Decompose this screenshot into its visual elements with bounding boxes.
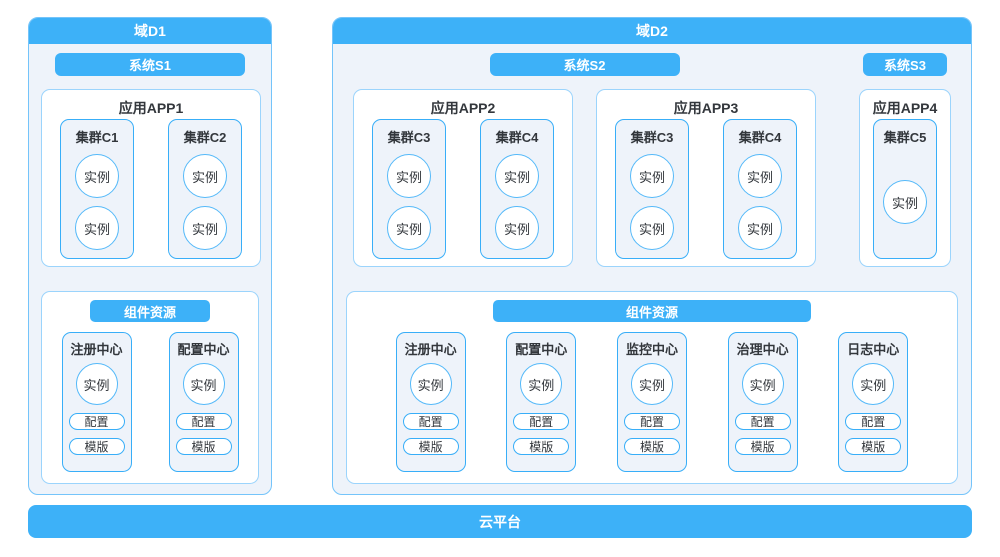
d2-system-groups: 系统S2 应用APP2 集群C3 实例 实例 bbox=[353, 53, 958, 267]
template-pill: 模版 bbox=[623, 438, 680, 455]
instance-circle: 实例 bbox=[495, 206, 539, 250]
system-s3-badge: 系统S3 bbox=[863, 53, 947, 76]
system-s3-group: 系统S3 应用APP4 集群C5 实例 bbox=[859, 53, 951, 267]
component-resources-badge: 组件资源 bbox=[90, 300, 210, 322]
template-pill: 模版 bbox=[513, 438, 570, 455]
center-monitoring: 监控中心 实例 配置 模版 bbox=[616, 332, 687, 472]
center-registry: 注册中心 实例 配置 模版 bbox=[61, 332, 132, 472]
cloud-platform-bar: 云平台 bbox=[28, 505, 972, 538]
template-pill: 模版 bbox=[402, 438, 459, 455]
app-app4-title: 应用APP4 bbox=[872, 100, 938, 116]
cluster-c2: 集群C2 实例 实例 bbox=[168, 119, 242, 259]
center-config: 配置中心 实例 配置 模版 bbox=[506, 332, 577, 472]
instance-circle: 实例 bbox=[741, 363, 784, 405]
instance-circle: 实例 bbox=[75, 363, 118, 405]
instance-circle: 实例 bbox=[738, 206, 782, 250]
component-resources-box-d1: 组件资源 注册中心 实例 配置 模版 配置中心 实例 配置 模版 bbox=[41, 291, 259, 484]
cluster-c5: 集群C5 实例 bbox=[873, 119, 937, 259]
config-pill: 配置 bbox=[402, 413, 459, 430]
app-box-app1: 应用APP1 集群C1 实例 实例 集群C2 实例 实例 bbox=[41, 89, 261, 267]
instance-circle: 实例 bbox=[738, 154, 782, 198]
domain-d1: 域D1 系统S1 应用APP1 集群C1 实例 实例 集群C2 bbox=[28, 17, 272, 495]
instance-circle: 实例 bbox=[75, 154, 119, 198]
app-box-app2: 应用APP2 集群C3 实例 实例 集群 bbox=[353, 89, 573, 267]
cluster-c1: 集群C1 实例 实例 bbox=[60, 119, 134, 259]
cluster-c4: 集群C4 实例 实例 bbox=[723, 119, 797, 259]
instance-circle: 实例 bbox=[495, 154, 539, 198]
app-box-app4: 应用APP4 集群C5 实例 bbox=[859, 89, 951, 267]
system-s2-group: 系统S2 应用APP2 集群C3 实例 实例 bbox=[353, 53, 816, 267]
config-pill: 配置 bbox=[623, 413, 680, 430]
cluster-c1-title: 集群C1 bbox=[75, 130, 119, 145]
center-registry: 注册中心 实例 配置 模版 bbox=[395, 332, 466, 472]
cluster-c3: 集群C3 实例 实例 bbox=[372, 119, 446, 259]
system-s1-badge: 系统S1 bbox=[55, 53, 245, 76]
d1-center-row: 注册中心 实例 配置 模版 配置中心 实例 配置 模版 bbox=[42, 332, 258, 472]
instance-circle: 实例 bbox=[520, 363, 563, 405]
center-governance: 治理中心 实例 配置 模版 bbox=[727, 332, 798, 472]
cluster-c2-title: 集群C2 bbox=[183, 130, 227, 145]
instance-circle: 实例 bbox=[183, 154, 227, 198]
config-pill: 配置 bbox=[845, 413, 902, 430]
instance-circle: 实例 bbox=[630, 363, 673, 405]
instance-circle: 实例 bbox=[387, 206, 431, 250]
app-app3-title: 应用APP3 bbox=[673, 100, 739, 116]
config-pill: 配置 bbox=[513, 413, 570, 430]
d2-center-row: 注册中心 实例 配置 模版 配置中心 实例 配置 模版 监控中心 实例 bbox=[347, 332, 957, 472]
instance-circle: 实例 bbox=[630, 154, 674, 198]
template-pill: 模版 bbox=[734, 438, 791, 455]
domain-d2-title: 域D2 bbox=[333, 18, 971, 44]
instance-circle: 实例 bbox=[409, 363, 452, 405]
domain-d1-title: 域D1 bbox=[29, 18, 271, 44]
app-app1-title: 应用APP1 bbox=[118, 100, 184, 116]
app1-cluster-row: 集群C1 实例 实例 集群C2 实例 实例 bbox=[42, 119, 260, 259]
config-pill: 配置 bbox=[68, 413, 125, 430]
instance-circle: 实例 bbox=[387, 154, 431, 198]
domain-d2-body: 系统S2 应用APP2 集群C3 实例 实例 bbox=[333, 44, 971, 494]
center-config: 配置中心 实例 配置 模版 bbox=[168, 332, 239, 472]
template-pill: 模版 bbox=[845, 438, 902, 455]
instance-circle: 实例 bbox=[883, 180, 927, 224]
cluster-c3: 集群C3 实例 实例 bbox=[615, 119, 689, 259]
template-pill: 模版 bbox=[68, 438, 125, 455]
instance-circle: 实例 bbox=[75, 206, 119, 250]
instance-circle: 实例 bbox=[182, 363, 225, 405]
instance-circle: 实例 bbox=[183, 206, 227, 250]
app-app2-title: 应用APP2 bbox=[430, 100, 496, 116]
config-pill: 配置 bbox=[734, 413, 791, 430]
cluster-c4: 集群C4 实例 实例 bbox=[480, 119, 554, 259]
component-resources-badge: 组件资源 bbox=[493, 300, 811, 322]
domain-d1-body: 系统S1 应用APP1 集群C1 实例 实例 集群C2 实例 bbox=[29, 44, 271, 494]
template-pill: 模版 bbox=[175, 438, 232, 455]
system-s2-badge: 系统S2 bbox=[489, 53, 680, 76]
instance-circle: 实例 bbox=[630, 206, 674, 250]
config-pill: 配置 bbox=[175, 413, 232, 430]
center-logging: 日志中心 实例 配置 模版 bbox=[838, 332, 909, 472]
domain-d2: 域D2 系统S2 应用APP2 集群C3 实例 bbox=[332, 17, 972, 495]
component-resources-box-d2: 组件资源 注册中心 实例 配置 模版 配置中心 实例 配置 模版 bbox=[346, 291, 958, 484]
app-box-app3: 应用APP3 集群C3 实例 实例 集群 bbox=[596, 89, 816, 267]
instance-circle: 实例 bbox=[852, 363, 895, 405]
